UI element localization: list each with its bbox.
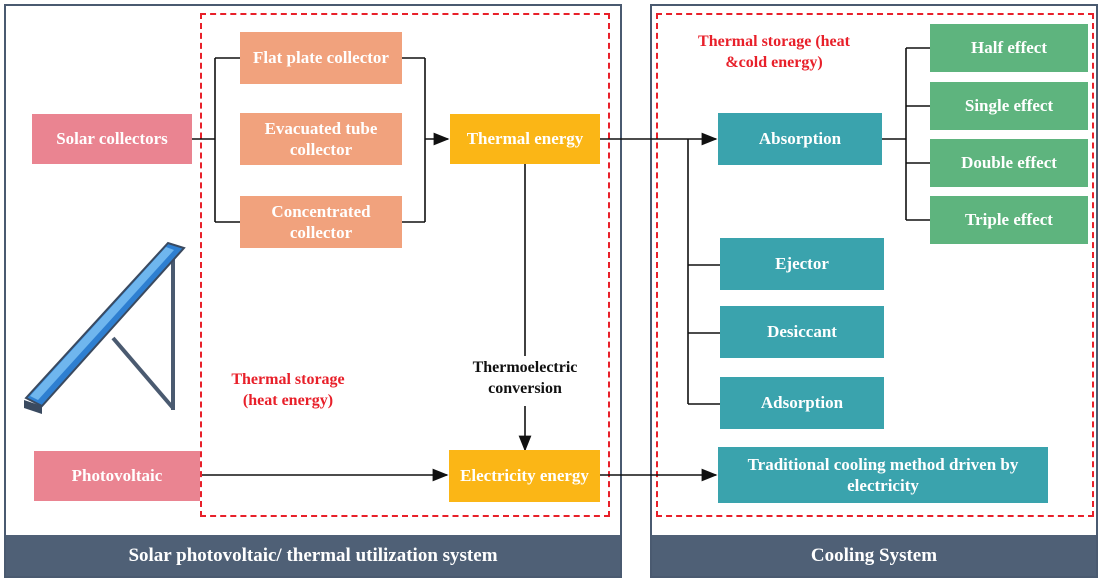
- double-effect-box: Double effect: [930, 139, 1088, 187]
- thermoelectric-conversion-label: Thermoelectric conversion: [472, 359, 578, 397]
- thermal-energy-box: Thermal energy: [450, 114, 600, 164]
- triple-effect-box: Triple effect: [930, 196, 1088, 244]
- single-effect-box: Single effect: [930, 82, 1088, 130]
- photovoltaic-box: Photovoltaic: [34, 451, 200, 501]
- desiccant-box: Desiccant: [720, 306, 884, 358]
- right-footer-title: Cooling System: [652, 535, 1096, 576]
- left-thermal-storage-label: Thermal storage (heat energy): [231, 371, 345, 409]
- concentrated-collector-box: Concentrated collector: [240, 196, 402, 248]
- electricity-energy-box: Electricity energy: [449, 450, 600, 502]
- absorption-box: Absorption: [718, 113, 882, 165]
- solar-panel-illustration: [24, 241, 186, 414]
- evacuated-tube-collector-box: Evacuated tube collector: [240, 113, 402, 165]
- ejector-box: Ejector: [720, 238, 884, 290]
- flat-plate-collector-box: Flat plate collector: [240, 32, 402, 84]
- solar-collectors-box: Solar collectors: [32, 114, 192, 164]
- left-footer-title: Solar photovoltaic/ thermal utilization …: [6, 535, 620, 576]
- half-effect-box: Half effect: [930, 24, 1088, 72]
- right-thermal-storage-region: [656, 13, 1094, 517]
- traditional-cooling-box: Traditional cooling method driven by ele…: [718, 447, 1048, 503]
- left-thermal-storage-region: [200, 13, 610, 517]
- adsorption-box: Adsorption: [720, 377, 884, 429]
- right-thermal-storage-label: Thermal storage (heat &cold energy): [698, 33, 850, 71]
